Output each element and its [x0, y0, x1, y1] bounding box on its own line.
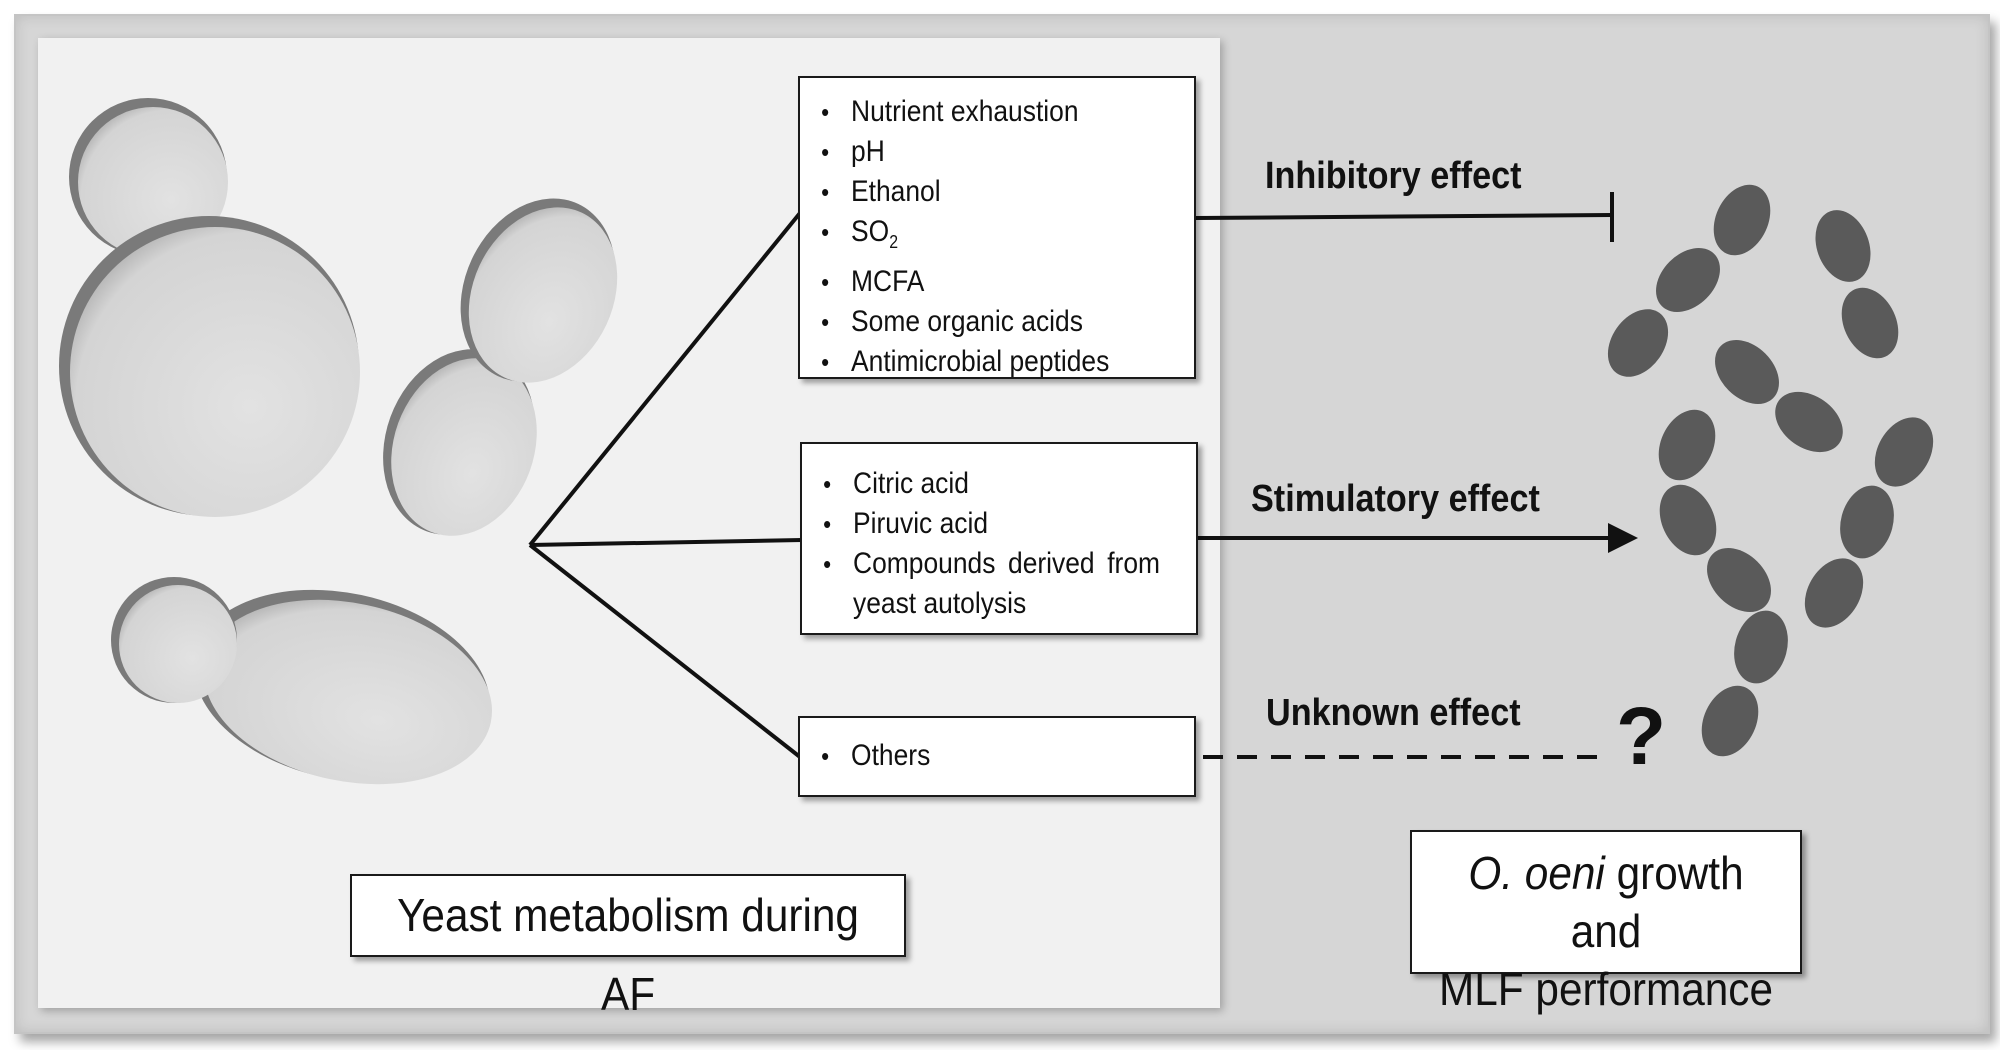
stimulatory-arrowhead [1608, 523, 1638, 553]
so2-label: SO [851, 215, 890, 248]
yeast-cell-large [59, 98, 360, 517]
list-item: Citric acid [802, 464, 1149, 504]
bacterium [1804, 558, 1864, 628]
yeast-caption-box: Yeast metabolism during AF [350, 874, 906, 1020]
branch-line-stimulatory [529, 538, 803, 547]
list-item: Some organic acids [800, 302, 1147, 342]
bacterium [1874, 417, 1934, 487]
yeast-cell-oval [111, 577, 493, 785]
list-item-continued: yeast autolysis [853, 587, 1027, 620]
bacterium [1815, 210, 1871, 282]
unknown-factors-box: Others [798, 716, 1196, 797]
branch-line-unknown [528, 543, 802, 759]
bacterium [1841, 287, 1899, 359]
unknown-effect-label: Unknown effect [1266, 692, 1521, 734]
list-item: MCFA [800, 262, 1147, 302]
so2-subscript: 2 [889, 232, 899, 252]
oeni-species-name: O. oeni [1468, 847, 1605, 899]
oeni-caption-rest: growth and [1570, 847, 1744, 957]
yeast-cells [59, 98, 618, 785]
list-item: Nutrient exhaustion [800, 92, 1147, 132]
bacterium [1840, 485, 1894, 559]
bacterium [1656, 248, 1720, 312]
oeni-caption-box: O. oeni growth and MLF performance [1410, 830, 1802, 1015]
oeni-caption-line1: O. oeni growth and [1428, 844, 1785, 960]
inhibitory-factors-box: Nutrient exhaustion pH Ethanol SO2 MCFA … [798, 76, 1196, 382]
stimulatory-factors-box: Citric acid Piruvic acid Compounds deriv… [800, 442, 1198, 635]
yeast-caption-text: Yeast metabolism during AF [397, 889, 859, 1020]
branch-line-inhibitory [528, 211, 802, 547]
list-item: pH [800, 132, 1147, 172]
bacterium [1607, 309, 1669, 377]
bacterium [1658, 409, 1716, 481]
bacterium [1707, 548, 1771, 612]
list-item: Others [800, 736, 1147, 776]
yeast-cell-budding [383, 198, 618, 536]
inhibitory-line [1195, 213, 1613, 220]
list-item: Compounds derived from [802, 544, 1160, 584]
list-item: Ethanol [800, 172, 1147, 212]
inhibitory-effect-label: Inhibitory effect [1265, 155, 1522, 197]
bacterium [1715, 340, 1779, 404]
bacterium [1734, 610, 1788, 684]
bacterium [1713, 184, 1771, 256]
bacterium [1701, 685, 1759, 757]
stimulatory-effect-label: Stimulatory effect [1251, 478, 1540, 520]
list-item: Piruvic acid [802, 504, 1149, 544]
list-item: Antimicrobial peptides [800, 342, 1147, 382]
bacteria-chain [1607, 184, 1934, 757]
list-item-so2: SO2 [800, 212, 1147, 262]
bacterium [1659, 484, 1717, 556]
bacterium [1775, 391, 1843, 453]
effect-arrows [1195, 192, 1614, 759]
oeni-caption-line2: MLF performance [1439, 963, 1773, 1015]
question-mark: ? [1616, 691, 1667, 782]
branch-lines [528, 211, 803, 759]
